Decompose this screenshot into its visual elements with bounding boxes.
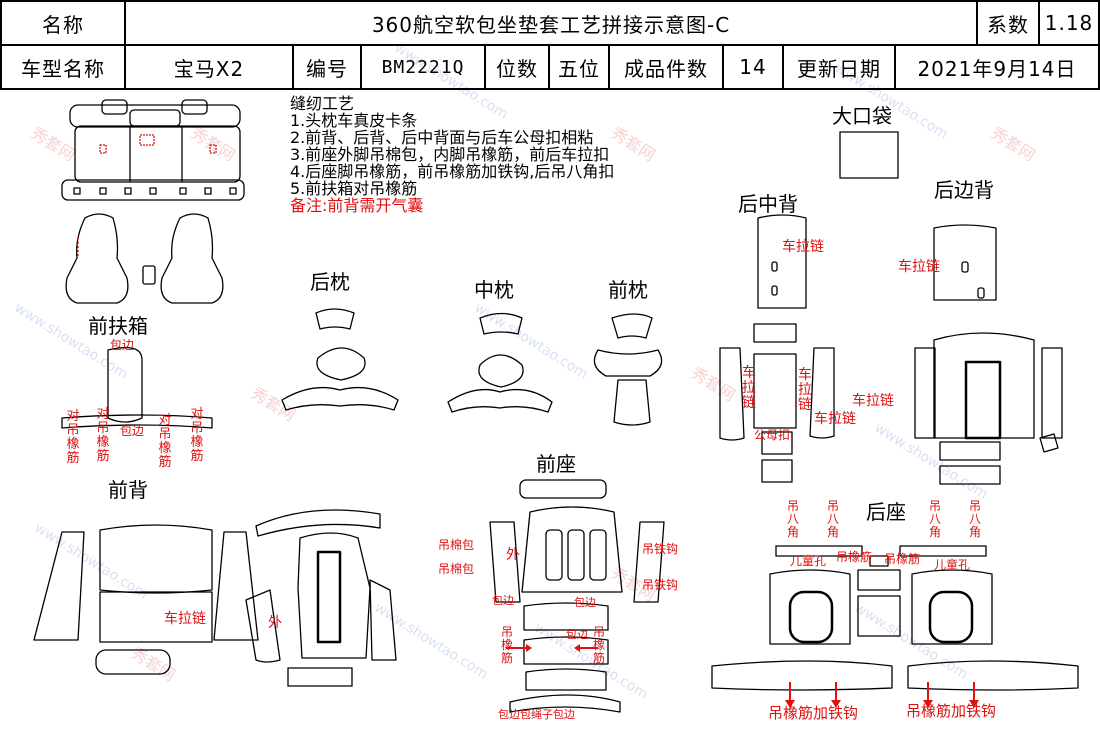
process-step-5: 5.前扶箱对吊橡筋 — [290, 179, 418, 198]
ann-zipper-right: 车拉链 — [798, 367, 812, 413]
process-step-4: 4.后座脚吊橡筋，前吊橡筋加铁钩,后吊八角扣 — [290, 162, 615, 181]
header-table: 名称 360航空软包坐垫套工艺拼接示意图-C 系数 1.18 车型名称 宝马X2… — [0, 0, 1100, 90]
ann-front-seat-edge-3: 包边 — [566, 628, 588, 641]
front-headrest-pattern — [593, 313, 663, 426]
rear-headrest-pattern — [281, 308, 399, 411]
front-back-pattern — [33, 524, 259, 675]
section-rear-headrest: 后枕 — [310, 270, 350, 294]
seats-label: 位数 — [496, 56, 538, 81]
section-rear-seat: 后座 — [866, 500, 906, 524]
ann-elastic-hook-1: 吊橡筋加铁钩 — [768, 704, 859, 722]
car-label: 车型名称 — [21, 56, 105, 81]
big-pocket-pattern — [839, 131, 899, 179]
page-title: 360航空软包坐垫套工艺拼接示意图-C — [371, 12, 731, 37]
coef-label: 系数 — [987, 12, 1029, 37]
process-step-2: 2.前背、后背、后中背面与后车公母扣相粘 — [290, 128, 594, 147]
process-step-1: 1.头枕车真皮卡条 — [290, 111, 418, 130]
date-label: 更新日期 — [797, 56, 881, 81]
mid-headrest-pattern — [447, 312, 553, 413]
hook-arrows — [506, 647, 975, 702]
ann-front-seat-edge-1: 包边 — [492, 594, 514, 607]
ann-elastic-hook-2: 吊橡筋加铁钩 — [906, 702, 997, 720]
ann-octagon-3: 吊八角 — [928, 499, 941, 539]
front-back-wing-pattern — [245, 509, 397, 687]
ann-outer-2: 外 — [506, 547, 520, 563]
process-note: 备注:前背需开气囊 — [290, 196, 424, 215]
ann-pair-elastic-4: 对吊橡筋 — [190, 407, 204, 464]
code-value: BM2221Q — [381, 56, 465, 78]
ann-elastic-short-2: 吊橡筋 — [884, 552, 921, 566]
name-label: 名称 — [42, 12, 84, 37]
front-seats-overview — [65, 213, 224, 304]
rear-mid-back-pattern — [719, 214, 835, 483]
date-value: 2021年9月14日 — [917, 56, 1077, 81]
ann-cotton-pack-1: 吊棉包 — [438, 538, 475, 552]
hook-arrow-heads — [526, 644, 979, 708]
ann-rear-side-zipper: 车拉链 — [898, 259, 940, 275]
ann-iron-hook-1: 吊铁钩 — [642, 542, 679, 556]
ann-octagon-2: 吊八角 — [826, 499, 839, 539]
ann-armrest-edge: 包边 — [110, 338, 135, 352]
ann-elastic-short-1: 吊橡筋 — [836, 550, 873, 564]
rear-side-back-pattern — [914, 224, 1063, 485]
ann-rear-side-zipper-2: 车拉链 — [852, 393, 894, 409]
pieces-label: 成品件数 — [624, 56, 708, 81]
front-armrest-pattern — [61, 346, 213, 429]
section-big-pocket: 大口袋 — [832, 104, 892, 128]
ann-child-hole-1: 儿童孔 — [790, 554, 827, 568]
ann-zipper-mid: 车拉链 — [814, 411, 856, 427]
rear-bench-overview — [61, 99, 245, 201]
pieces-value: 14 — [739, 55, 767, 79]
section-front-seat: 前座 — [536, 452, 576, 476]
ann-child-hole-2: 儿童孔 — [934, 558, 971, 572]
ann-octagon-4: 吊八角 — [968, 499, 981, 539]
ann-front-back-zipper: 车拉链 — [164, 611, 206, 627]
ann-armrest-edge-2: 包边 — [120, 424, 145, 438]
ann-pair-elastic-3: 对吊橡筋 — [158, 413, 172, 470]
ann-rear-mid-zipper: 车拉链 — [782, 239, 824, 255]
ann-zipper-left: 车拉链 — [742, 365, 756, 411]
front-seat-pattern — [489, 479, 665, 713]
seats-value: 五位 — [558, 56, 600, 81]
ann-pair-elastic-1: 对吊橡筋 — [66, 409, 80, 466]
car-value: 宝马X2 — [173, 56, 245, 81]
section-rear-side-back: 后边背 — [934, 178, 994, 202]
ann-iron-hook-2: 吊铁钩 — [642, 578, 679, 592]
ann-cotton-pack-2: 吊棉包 — [438, 562, 475, 576]
ann-elastic-right: 吊橡筋 — [592, 625, 605, 665]
process-notes: 缝纫工艺 1.头枕车真皮卡条 2.前背、后背、后中背面与后车公母扣相粘 3.前座… — [290, 95, 614, 214]
ann-outer-1: 外 — [268, 615, 282, 631]
process-heading: 缝纫工艺 — [290, 94, 355, 113]
ann-elastic-left: 吊橡筋 — [500, 625, 513, 665]
ann-rope-edge: 包边包绳子包边 — [498, 708, 575, 721]
section-front-armrest: 前扶箱 — [88, 314, 148, 338]
code-label: 编号 — [306, 56, 348, 81]
section-rear-mid-back: 后中背 — [738, 192, 798, 216]
process-step-3: 3.前座外脚吊棉包，内脚吊橡筋，前后车拉扣 — [290, 145, 610, 164]
ann-pair-elastic-2: 对吊橡筋 — [96, 407, 110, 464]
rear-seat-pattern — [711, 545, 1079, 691]
coef-value: 1.18 — [1044, 11, 1094, 35]
ann-front-seat-edge-2: 包边 — [574, 596, 596, 609]
section-front-headrest: 前枕 — [608, 278, 648, 302]
ann-snap: 公母扣 — [754, 428, 791, 442]
section-front-back: 前背 — [108, 478, 148, 502]
section-mid-headrest: 中枕 — [474, 278, 514, 302]
ann-octagon-1: 吊八角 — [786, 499, 799, 539]
